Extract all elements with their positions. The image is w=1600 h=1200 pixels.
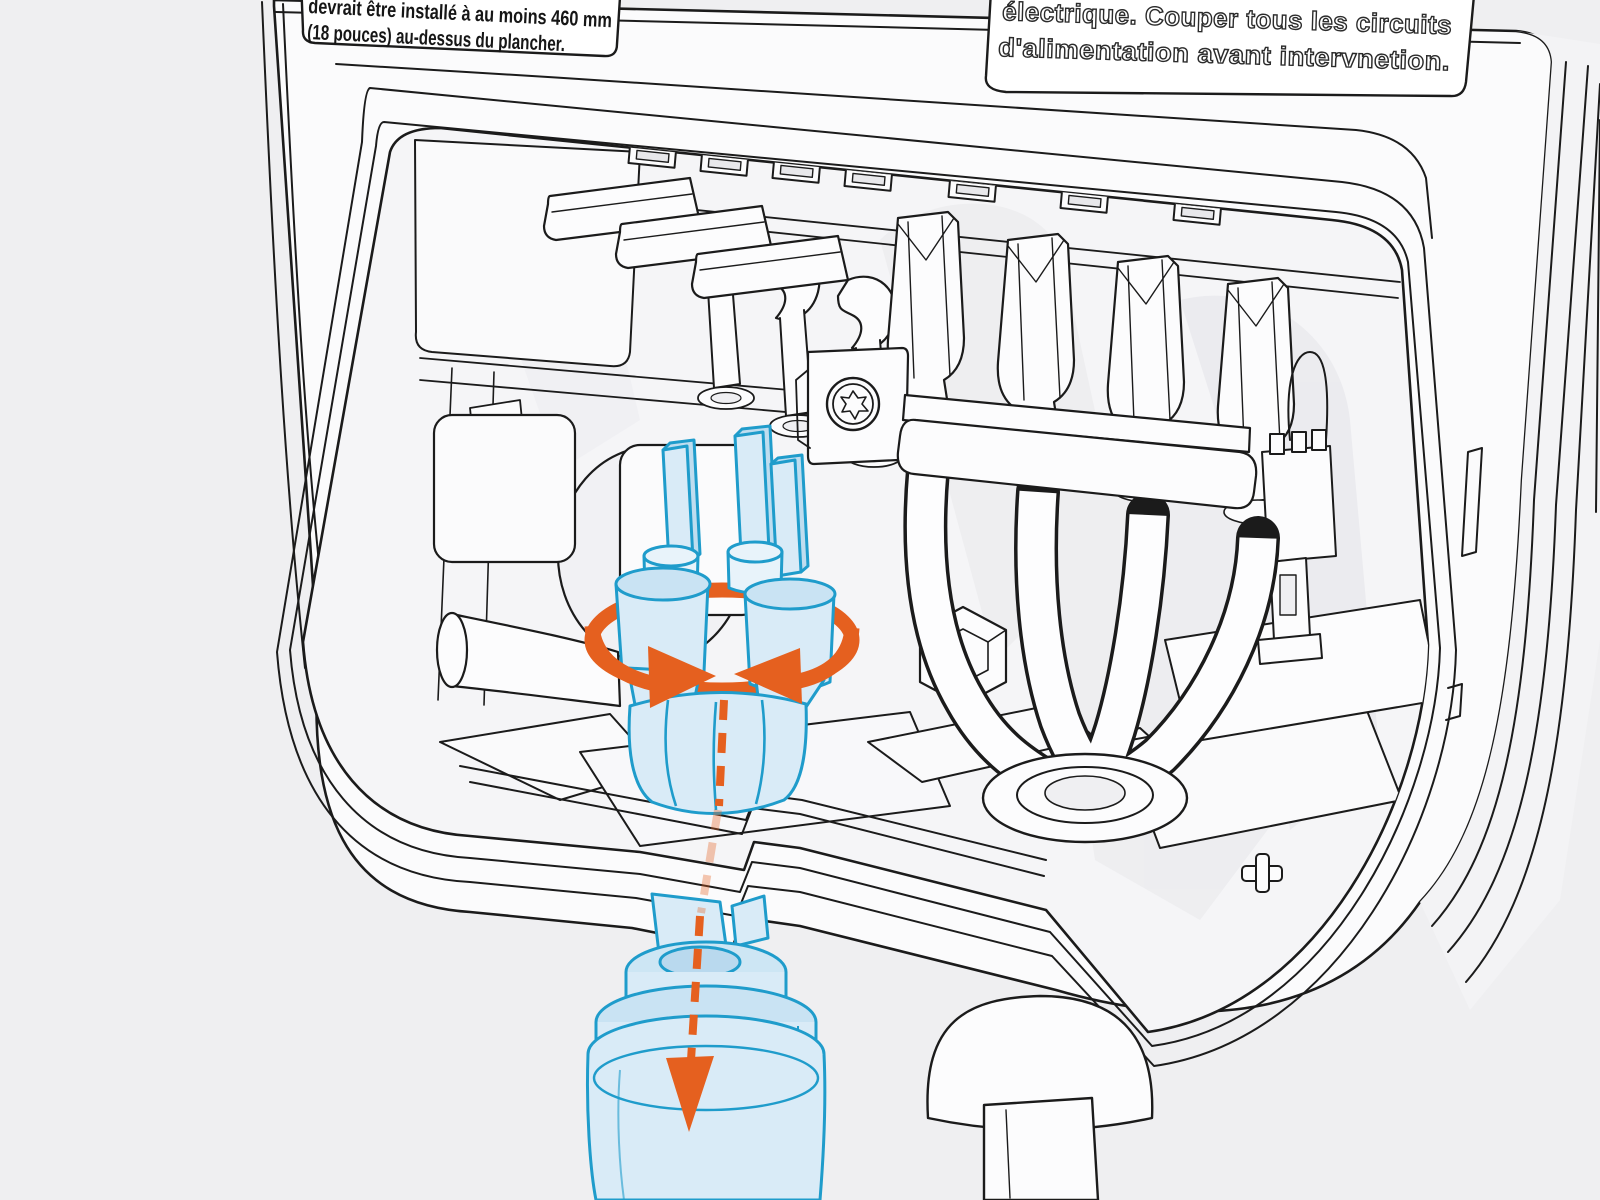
cable-grommet	[981, 752, 1189, 844]
downward-dashed-arrow-upper	[715, 699, 728, 807]
rotate-arrow-heads	[584, 625, 860, 708]
twisted-wire-bundle	[627, 691, 808, 815]
caution-label-left: devrait être installé à au moins 460 mm …	[300, 0, 622, 58]
right-side-notch	[1445, 683, 1463, 721]
caution-label-right: électrique. Couper tous les circuits d'a…	[984, 0, 1475, 98]
downward-dashed-arrow-icon	[666, 809, 722, 1132]
conduit-stub	[435, 611, 622, 708]
caution-label-right-line1: électrique. Couper tous les circuits	[1002, 0, 1453, 40]
right-side-slot	[1461, 447, 1483, 557]
cable-clamp-bar	[896, 393, 1258, 510]
compartment-interior	[414, 139, 1428, 920]
cable-gland-assembly	[585, 892, 827, 1200]
right-side-face	[1420, 31, 1600, 1010]
below-enclosure	[585, 809, 1154, 1200]
torx-screw-bracket	[795, 346, 910, 466]
right-side-lines	[1431, 61, 1600, 983]
bottom-dome-and-pipe	[926, 994, 1154, 1200]
cross-clip	[1241, 853, 1283, 893]
signal-connector	[1257, 351, 1337, 665]
opening-rim-bands	[276, 87, 1457, 1067]
